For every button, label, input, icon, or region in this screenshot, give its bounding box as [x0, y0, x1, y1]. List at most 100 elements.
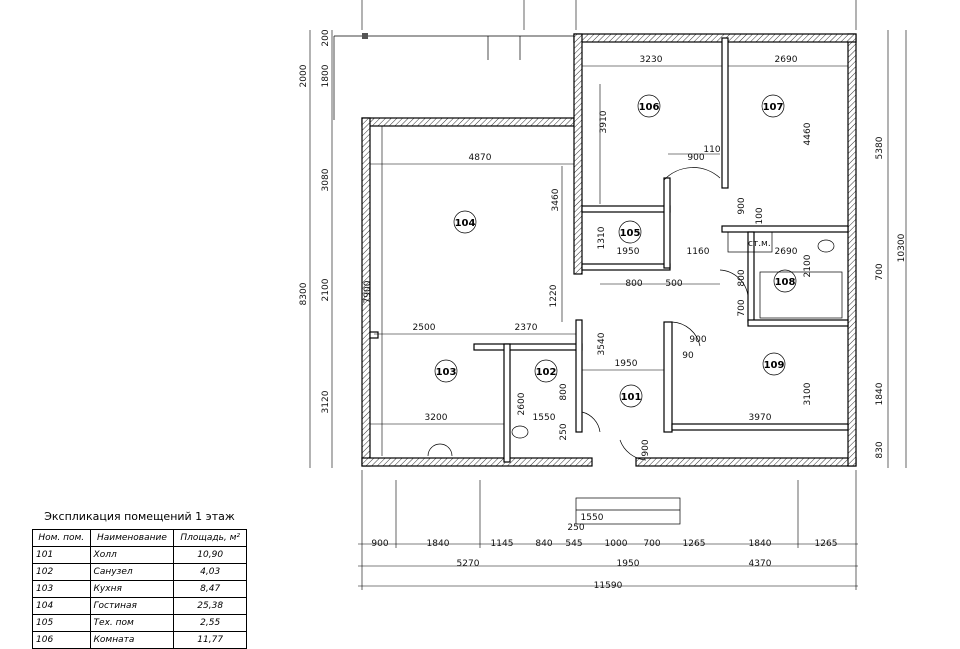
dim-text: 700: [643, 539, 660, 549]
room-name-cell: Тех. пом: [89, 614, 175, 632]
dim-text: 800: [625, 279, 642, 289]
room-108-number: 108: [775, 277, 796, 288]
col-header-name: Наименование: [89, 529, 175, 547]
dim-text: 1265: [683, 539, 706, 549]
room-name-cell: Холл: [89, 546, 175, 564]
kitchen-sink: [427, 443, 453, 457]
dim-text: 830: [875, 441, 885, 458]
dim-text: 900: [371, 539, 388, 549]
room-name-cell: Комната: [89, 631, 175, 649]
dim-text: 1550: [581, 513, 604, 523]
dim-text: 200: [321, 29, 331, 46]
room-area-cell: 11,77: [173, 631, 247, 649]
room-area-cell: 25,38: [173, 597, 247, 615]
door-swings: [581, 167, 749, 461]
room-area-cell: 4,03: [173, 563, 247, 581]
dim-text: 1840: [749, 539, 772, 549]
entrance-steps: [575, 497, 681, 525]
room-102-number: 102: [536, 367, 557, 378]
dim-text: 700: [875, 263, 885, 280]
dim-text: 1310: [597, 226, 607, 249]
dim-text: 1550: [533, 413, 556, 423]
dim-text: 1950: [617, 247, 640, 257]
dim-text: 1000: [605, 539, 628, 549]
room-name-cell: Кухня: [89, 580, 175, 598]
dim-text: 3540: [597, 332, 607, 355]
room-numbers: 101 102 103 104 105 106 107 108 109: [434, 94, 797, 408]
dim-text: 1800: [321, 64, 331, 87]
dim-text: 2000: [299, 64, 309, 87]
dim-text: 2690: [775, 55, 798, 65]
room-104-tag: 104: [453, 210, 477, 234]
dim-text: 2100: [321, 278, 331, 301]
dim-text: 900: [737, 197, 747, 214]
dim-text: 3120: [321, 390, 331, 413]
dim-text: 900: [687, 153, 704, 163]
room-number-cell: 102: [32, 563, 91, 581]
dim-text: 3970: [749, 413, 772, 423]
col-header-number: Ном. пом.: [32, 529, 91, 547]
dim-text: 3230: [640, 55, 663, 65]
dim-text: 2690: [775, 247, 798, 257]
dim-text: 500: [665, 279, 682, 289]
fixtures: [427, 231, 843, 525]
table-header-row: Ном. пом. Наименование Площадь, м²: [32, 529, 247, 547]
tech-box: [727, 231, 773, 253]
dim-text: 110: [703, 145, 720, 155]
room-107-tag: 107: [761, 94, 785, 118]
dim-text: 3910: [599, 110, 609, 133]
dim-text: 840: [535, 539, 552, 549]
room-106-number: 106: [639, 102, 660, 113]
dim-text: 2500: [413, 323, 436, 333]
dim-text: 5270: [457, 559, 480, 569]
dim-text: 700: [737, 299, 747, 316]
dim-text: 3080: [321, 168, 331, 191]
room-101-number: 101: [621, 392, 642, 403]
room-number-cell: 104: [32, 597, 91, 615]
dim-text: 1160: [687, 247, 710, 257]
room-105-tag: 105: [618, 220, 642, 244]
dim-text: 90: [682, 351, 694, 361]
room-number-cell: 101: [32, 546, 91, 564]
toilet: [817, 239, 835, 253]
dim-text: 4870: [469, 153, 492, 163]
dim-text: 1840: [875, 382, 885, 405]
terrace-post: [362, 33, 368, 39]
dim-text: 1265: [815, 539, 838, 549]
dim-text: 1145: [491, 539, 514, 549]
dim-text: 3460: [551, 188, 561, 211]
dim-text: 1840: [427, 539, 450, 549]
tech-mark-label: ст.м.: [748, 239, 771, 249]
terrace: [333, 33, 574, 120]
dim-text: 100: [755, 207, 765, 224]
bathtub: [759, 271, 843, 319]
room-number-cell: 105: [32, 614, 91, 632]
room-109-number: 109: [764, 360, 785, 371]
room-104-number: 104: [455, 218, 476, 229]
room-103-number: 103: [436, 367, 457, 378]
room-103-tag: 103: [434, 359, 458, 383]
dim-text: 4370: [749, 559, 772, 569]
dim-text: 800: [559, 383, 569, 400]
dim-text: 1950: [617, 559, 640, 569]
room-101-tag: 101: [619, 384, 643, 408]
dimension-frame: [309, 0, 907, 590]
dim-text: 900: [689, 335, 706, 345]
dim-text: 3200: [425, 413, 448, 423]
room-106-tag: 106: [637, 94, 661, 118]
dimension-texts: 3230 2690 3910 900 110 4460 5380 10300 4…: [299, 29, 907, 591]
dimension-lines: [370, 65, 848, 456]
wc-fixture: [511, 425, 529, 439]
interior-walls: [369, 37, 849, 463]
room-number-cell: 103: [32, 580, 91, 598]
dim-text: 10300: [897, 233, 907, 262]
dim-text: 8300: [299, 282, 309, 305]
dim-text: 250: [559, 423, 569, 440]
room-name-cell: Санузел: [89, 563, 175, 581]
dim-text: 3100: [803, 382, 813, 405]
dim-text: 250: [567, 523, 584, 533]
